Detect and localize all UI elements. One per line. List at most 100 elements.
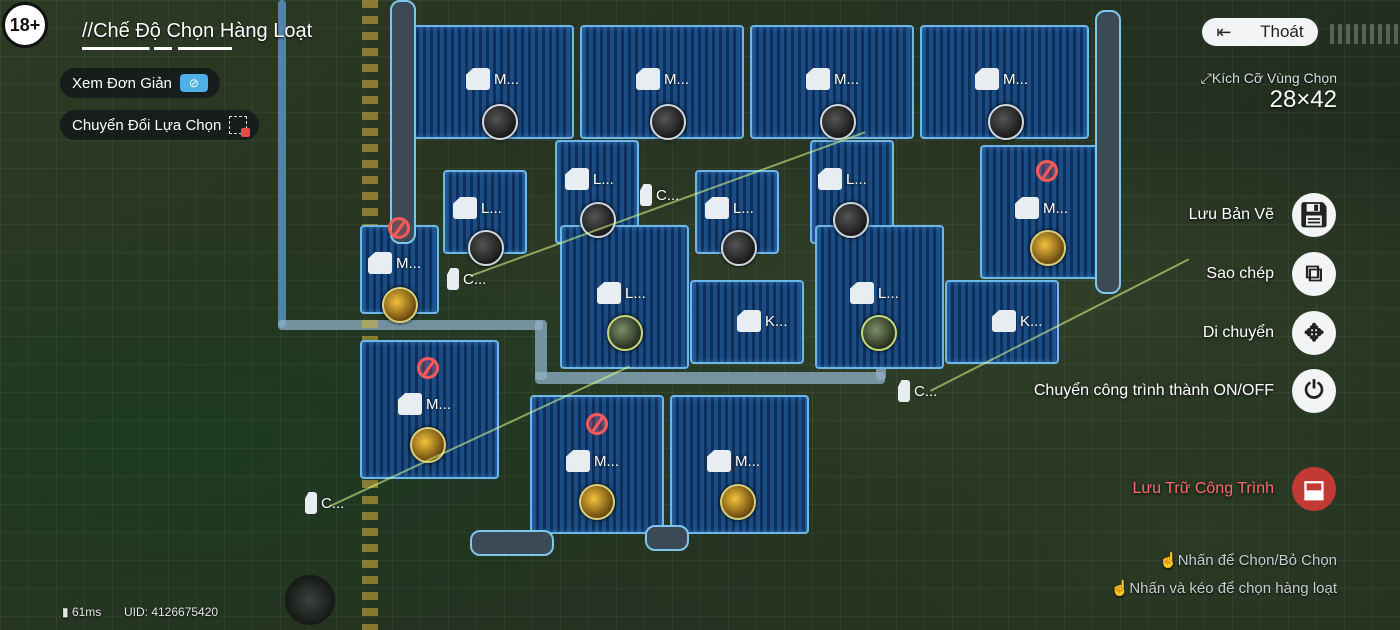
disabled-icon bbox=[1036, 160, 1058, 182]
building-label[interactable]: M... bbox=[806, 68, 859, 90]
furnace-icon bbox=[818, 168, 842, 190]
furnace-icon bbox=[565, 168, 589, 190]
eye-off-icon: ⊘ bbox=[179, 74, 208, 92]
move-icon: ✥ bbox=[1303, 319, 1325, 347]
tap-hand-icon: ☝ bbox=[1159, 552, 1178, 569]
output-slot[interactable] bbox=[720, 484, 756, 520]
building-label[interactable]: K... bbox=[992, 310, 1043, 332]
tap-hint: ☝Nhấn để Chọn/Bỏ Chọn bbox=[1159, 552, 1337, 569]
farm-icon bbox=[566, 450, 590, 472]
building-label[interactable]: M... bbox=[1015, 197, 1068, 219]
output-slot[interactable] bbox=[721, 230, 757, 266]
output-slot[interactable] bbox=[410, 427, 446, 463]
output-slot[interactable] bbox=[482, 104, 518, 140]
storage-icon bbox=[992, 310, 1016, 332]
output-slot[interactable] bbox=[1030, 230, 1066, 266]
output-slot[interactable] bbox=[988, 104, 1024, 140]
building-label[interactable]: C... bbox=[898, 380, 937, 402]
toggle-onoff-button[interactable]: ⏻ bbox=[1292, 369, 1336, 413]
smelter-icon bbox=[975, 68, 999, 90]
building-label[interactable]: C... bbox=[447, 268, 486, 290]
pylon-icon bbox=[305, 492, 317, 514]
copy-button[interactable]: ⧉ bbox=[1292, 252, 1336, 296]
smelter-icon bbox=[806, 68, 830, 90]
move-button[interactable]: ✥ bbox=[1292, 311, 1336, 355]
toggle-selection-button[interactable]: Chuyển Đổi Lựa Chọn bbox=[60, 110, 260, 140]
save-icon: 💾︎ bbox=[1298, 201, 1330, 229]
building-label[interactable]: K... bbox=[737, 310, 788, 332]
output-slot[interactable] bbox=[607, 315, 643, 351]
building-label[interactable]: M... bbox=[975, 68, 1028, 90]
farm-icon bbox=[398, 393, 422, 415]
top-right-pattern bbox=[1330, 24, 1400, 44]
copy-icon: ⧉ bbox=[1305, 260, 1323, 287]
farm-icon bbox=[1015, 197, 1039, 219]
disabled-icon bbox=[388, 217, 410, 239]
selection-size-label: ⤢Kích Cỡ Vùng Chọn bbox=[1200, 70, 1337, 86]
building-label[interactable]: L... bbox=[453, 197, 502, 219]
storage-icon bbox=[737, 310, 761, 332]
ping-status: ▮ 61ms bbox=[62, 605, 102, 619]
output-slot[interactable] bbox=[579, 484, 615, 520]
farm-icon bbox=[707, 450, 731, 472]
building-label[interactable]: M... bbox=[466, 68, 519, 90]
save-blueprint-label: Lưu Bản Vẽ bbox=[1188, 206, 1274, 223]
building-label[interactable]: C... bbox=[305, 492, 344, 514]
water-pipe bbox=[535, 320, 547, 380]
store-building-label: Lưu Trữ Công Trình bbox=[1132, 480, 1274, 497]
output-slot[interactable] bbox=[382, 287, 418, 323]
building-label[interactable]: M... bbox=[398, 393, 451, 415]
building-label[interactable]: M... bbox=[636, 68, 689, 90]
output-slot[interactable] bbox=[468, 230, 504, 266]
pylon-icon bbox=[640, 184, 652, 206]
furnace-icon bbox=[705, 197, 729, 219]
player-avatar[interactable] bbox=[285, 575, 335, 625]
selection-size-value: 28×42 bbox=[1269, 86, 1337, 113]
copy-label: Sao chép bbox=[1206, 265, 1274, 282]
output-slot[interactable] bbox=[861, 315, 897, 351]
title-underline bbox=[82, 47, 232, 50]
building-label[interactable]: M... bbox=[368, 252, 421, 274]
factory-icon bbox=[368, 252, 392, 274]
simple-view-button[interactable]: Xem Đơn Giản ⊘ bbox=[60, 68, 220, 98]
toggle-onoff-label: Chuyển công trình thành ON/OFF bbox=[1033, 382, 1274, 399]
disabled-icon bbox=[586, 413, 608, 435]
conveyor-belt bbox=[470, 530, 554, 556]
building-label[interactable]: C... bbox=[640, 184, 679, 206]
store-building-button[interactable]: ⬓ bbox=[1292, 467, 1336, 511]
output-slot[interactable] bbox=[650, 104, 686, 140]
move-label: Di chuyển bbox=[1202, 324, 1274, 341]
tank-icon bbox=[850, 282, 874, 304]
building-label[interactable]: L... bbox=[850, 282, 899, 304]
exit-button[interactable]: ⇤ Thoát bbox=[1202, 18, 1318, 46]
water-pipe bbox=[278, 0, 286, 328]
tank-icon bbox=[597, 282, 621, 304]
building-label[interactable]: L... bbox=[818, 168, 867, 190]
drag-hint: ☝Nhấn và kéo để chọn hàng loạt bbox=[1110, 580, 1337, 597]
mode-title: //Chế Độ Chọn Hàng Loạt bbox=[82, 20, 313, 42]
selection-toggle-icon bbox=[229, 116, 251, 137]
smelter-icon bbox=[636, 68, 660, 90]
building-label[interactable]: L... bbox=[597, 282, 646, 304]
smelter-icon bbox=[466, 68, 490, 90]
disabled-icon bbox=[417, 357, 439, 379]
building-label[interactable]: L... bbox=[705, 197, 754, 219]
power-icon: ⏻ bbox=[1304, 377, 1324, 404]
drag-hand-icon: ☝ bbox=[1110, 580, 1130, 597]
output-slot[interactable] bbox=[820, 104, 856, 140]
resize-icon: ⤢ bbox=[1200, 70, 1212, 86]
exit-door-icon: ⇤ bbox=[1216, 21, 1232, 42]
building-label[interactable]: L... bbox=[565, 168, 614, 190]
save-blueprint-button[interactable]: 💾︎ bbox=[1292, 193, 1336, 237]
building-label[interactable]: M... bbox=[566, 450, 619, 472]
water-pipe bbox=[278, 320, 543, 330]
uid-label: UID: 4126675420 bbox=[124, 605, 219, 619]
conveyor-belt bbox=[1095, 10, 1121, 294]
conveyor-belt bbox=[390, 0, 416, 244]
store-box-icon: ⬓ bbox=[1302, 475, 1326, 503]
output-slot[interactable] bbox=[833, 202, 869, 238]
building-label[interactable]: M... bbox=[707, 450, 760, 472]
age-rating-badge: 18+ bbox=[2, 2, 48, 48]
furnace-icon bbox=[453, 197, 477, 219]
water-pipe bbox=[535, 372, 885, 384]
